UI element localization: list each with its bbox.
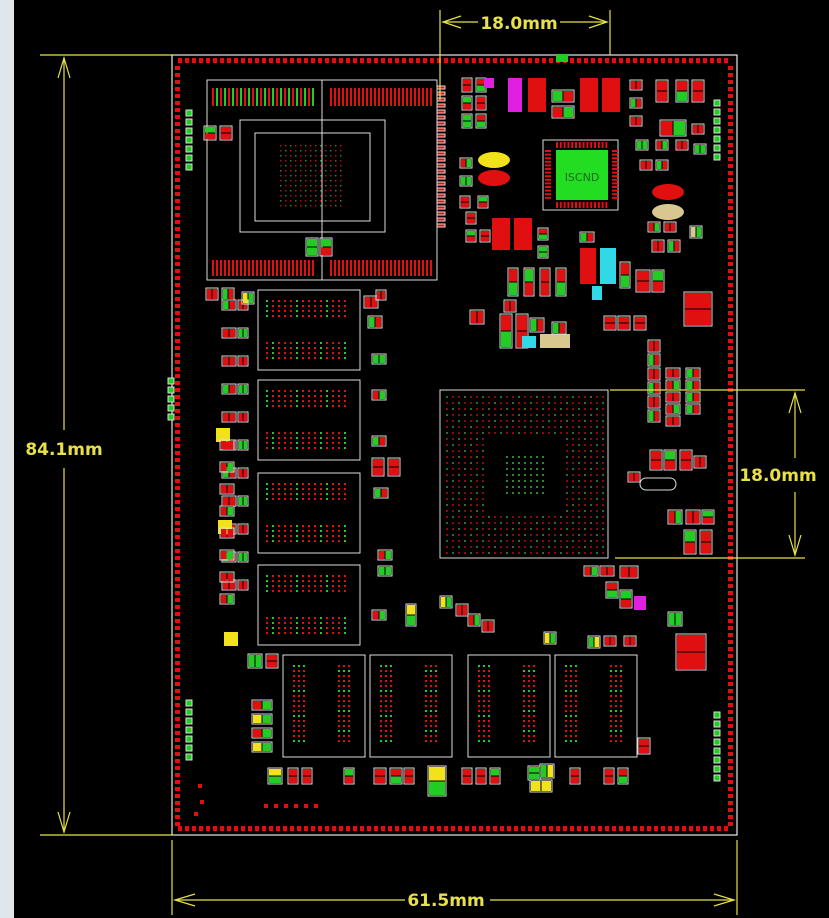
cpu-width-label: 18.0mm	[480, 14, 557, 34]
bga-processor	[439, 389, 609, 559]
passive-components	[194, 77, 715, 816]
qfp-chip-body	[556, 150, 608, 200]
right-connector-bottom	[713, 711, 721, 782]
board-outline	[171, 54, 738, 836]
memory-chips-bottom	[282, 654, 638, 758]
drawing-background	[14, 0, 829, 918]
left-connector-top	[185, 109, 193, 171]
right-connector-top	[713, 99, 721, 161]
bga-height-label: 18.0mm	[739, 466, 816, 486]
board-height-label: 84.1mm	[25, 440, 102, 460]
chip-label: ISCND	[565, 171, 600, 184]
qfp-chip: ISCND	[542, 139, 619, 211]
left-connector-mid	[167, 377, 175, 421]
memory-chips-left	[257, 289, 361, 646]
left-connector-bottom	[185, 699, 193, 761]
dimension-lines	[40, 10, 805, 915]
board-width-label: 61.5mm	[407, 891, 484, 911]
socket-footprint	[206, 79, 446, 281]
perimeter-pads	[175, 54, 733, 831]
